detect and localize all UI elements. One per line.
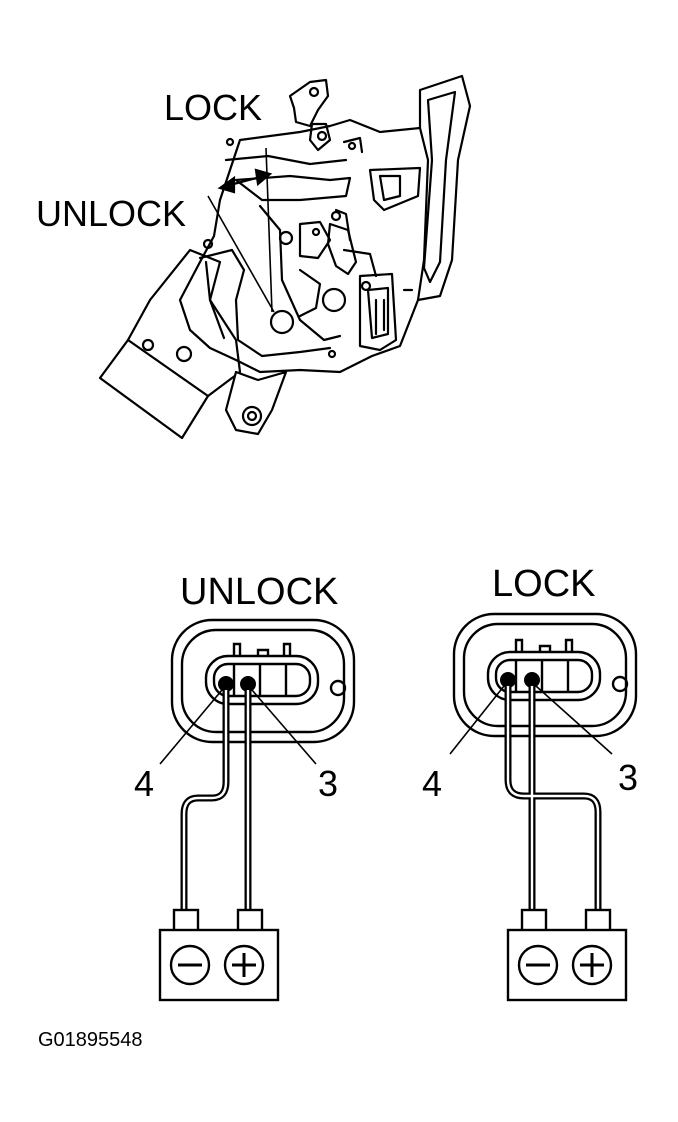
lock-pin-leaders	[449, 685, 613, 755]
lock-pin-3-label: 3	[618, 757, 638, 798]
top-lock-label: LOCK	[164, 87, 262, 128]
unlock-pin-4-label: 4	[134, 763, 154, 804]
lock-state-label: LOCK	[492, 563, 595, 605]
unlock-terminal-pins	[218, 676, 256, 692]
lock-terminal-pins	[500, 672, 540, 688]
door-lock-actuator-illustration	[98, 74, 472, 440]
unlock-connector-housing	[170, 618, 356, 744]
lock-battery	[506, 908, 628, 1002]
lock-pin-4-label: 4	[422, 763, 442, 804]
top-unlock-label: UNLOCK	[36, 193, 186, 234]
unlock-connector-group: UNLOCK 4 3	[134, 571, 356, 1002]
lock-wires-core	[506, 686, 600, 912]
lock-connector-housing	[452, 612, 638, 738]
figure-id: G01895548	[38, 1029, 143, 1051]
unlock-wires-core	[182, 690, 250, 912]
unlock-state-label: UNLOCK	[180, 571, 338, 613]
unlock-battery	[158, 908, 280, 1002]
unlock-pin-leaders	[159, 689, 317, 765]
unlock-pin-3-label: 3	[318, 763, 338, 804]
lock-connector-group: LOCK 4 3	[422, 563, 638, 1002]
lock-unlock-arrow	[217, 168, 273, 194]
